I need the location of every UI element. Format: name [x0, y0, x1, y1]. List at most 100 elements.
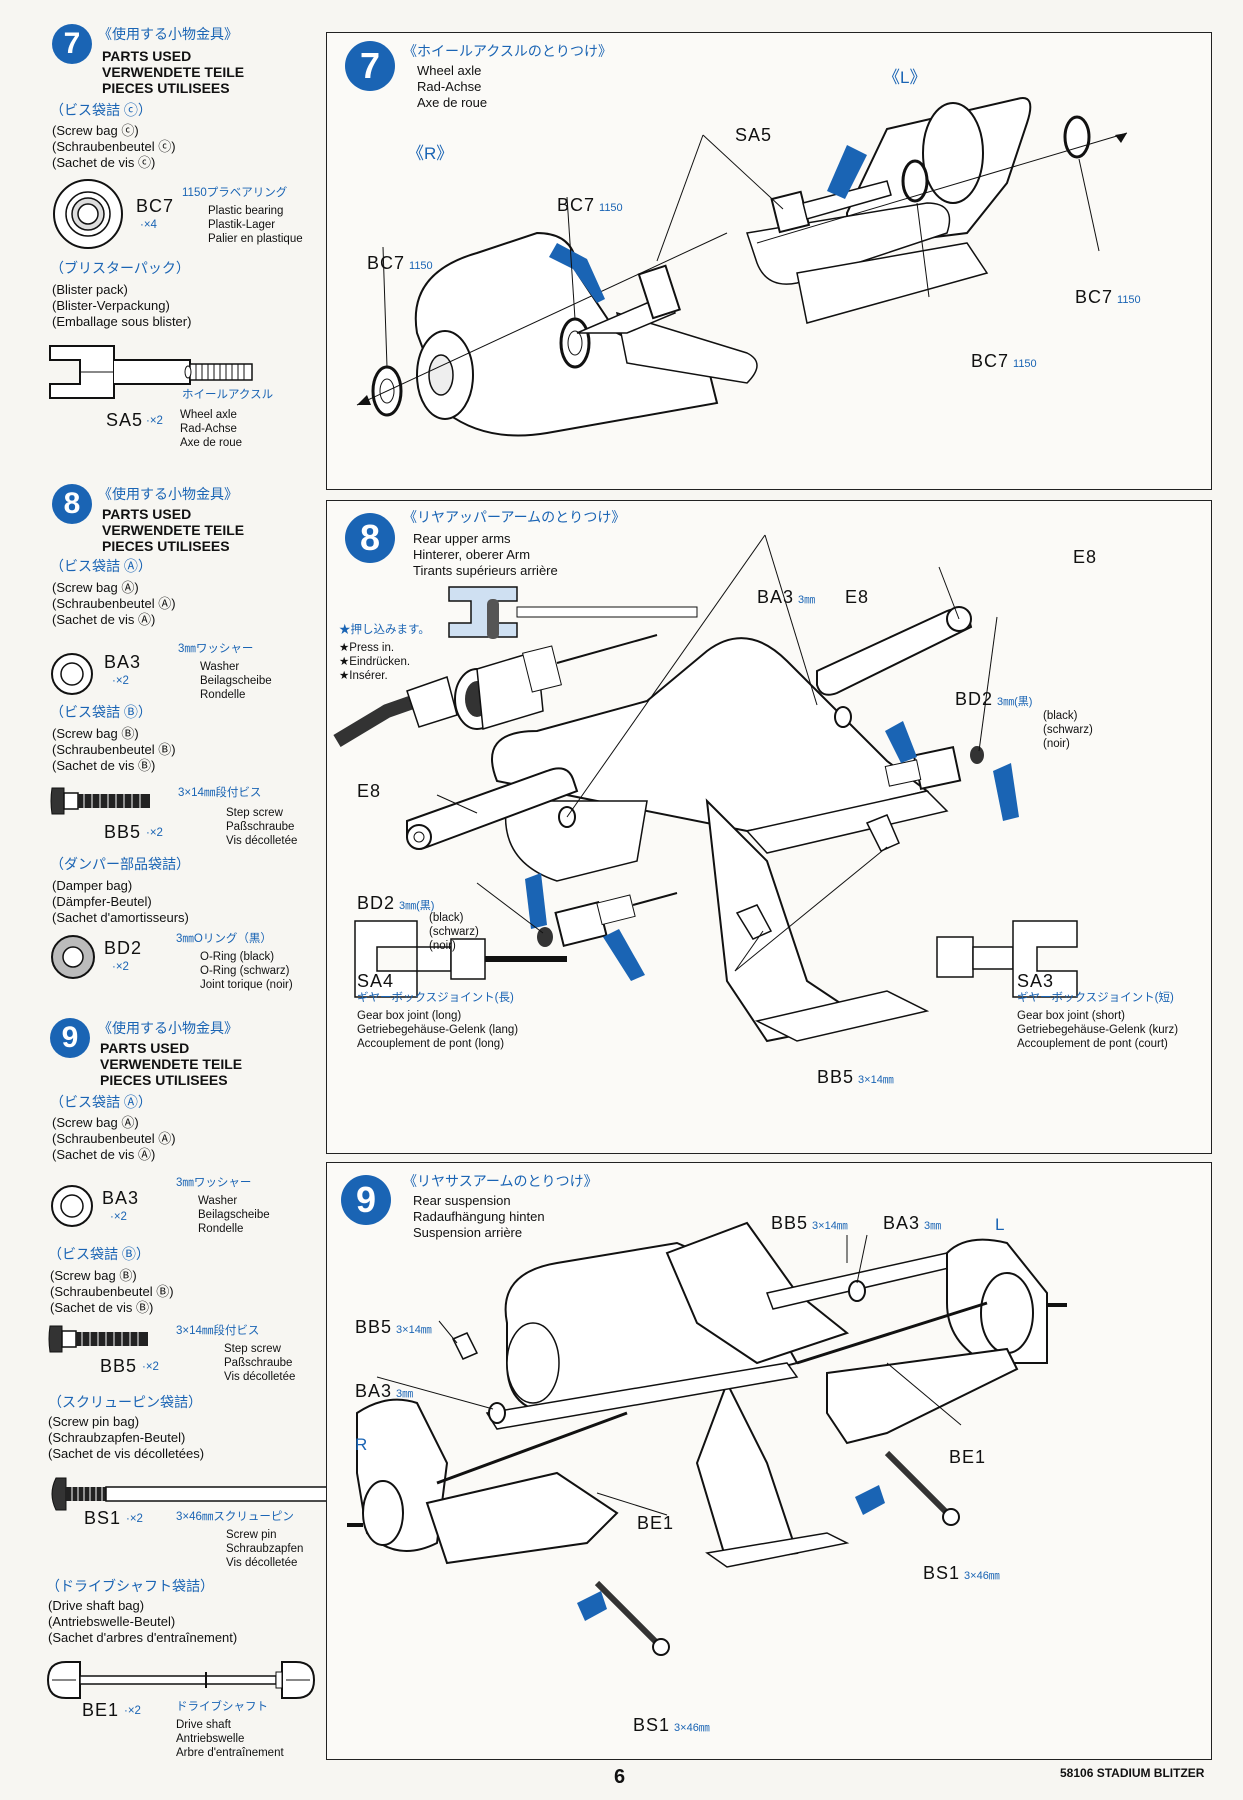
- part-jp-ba3: 3㎜ワッシャー: [176, 1177, 252, 1189]
- screw-bag-b-jp: （ビス袋詰 Ⓑ）: [50, 704, 152, 720]
- blister-pack: (Blister pack)(Blister-Verpackung)(Embal…: [52, 282, 192, 329]
- part-code-bd2: BD2: [104, 938, 143, 958]
- part-qty-bc7: ·×4: [140, 219, 157, 231]
- part-desc-bd2: O-Ring (black)O-Ring (schwarz)Joint tori…: [200, 951, 293, 991]
- screw-bag-a: (Screw bag Ⓐ)(Schraubenbeutel Ⓐ)(Sachet …: [52, 580, 176, 627]
- screw-bag-b: (Screw bag Ⓑ)(Schraubenbeutel Ⓑ)(Sachet …: [50, 1268, 174, 1315]
- parts-used-jp-title: 《使用する小物金具》: [98, 1020, 238, 1036]
- damper-bag: (Damper bag)(Dämpfer-Beutel)(Sachet d'am…: [52, 878, 189, 925]
- screw-bag-a: (Screw bag Ⓐ)(Schraubenbeutel Ⓐ)(Sachet …: [52, 1115, 176, 1162]
- part-code-sa5: SA5: [106, 410, 144, 430]
- parts-used-jp-title: 《使用する小物金具》: [98, 26, 238, 42]
- step-screw-icon: [48, 1325, 148, 1353]
- sa4-desc: Gear box joint (long)Getriebegehäuse-Gel…: [357, 1010, 519, 1050]
- blister-pack-jp: （ブリスターパック）: [50, 260, 190, 276]
- sa3-desc: Gear box joint (short)Getriebegehäuse-Ge…: [1017, 1010, 1179, 1050]
- product-name: 58106 STADIUM BLITZER: [1060, 1766, 1205, 1780]
- step-8-jp-title: 《リヤアッパーアームのとりつけ》: [403, 509, 626, 525]
- drive-shaft-bag: (Drive shaft bag)(Antriebswelle-Beutel)(…: [48, 1598, 238, 1645]
- wheel-axle-diagram: [356, 97, 1128, 437]
- part-code-bb5: BB5: [100, 1356, 138, 1376]
- part-qty-bs1: ·×2: [126, 1513, 143, 1525]
- label-be1-right: BE1: [949, 1447, 987, 1467]
- part-jp-ba3: 3㎜ワッシャー: [178, 643, 254, 655]
- step-badge-7: 7: [345, 41, 395, 91]
- step-badge-9: 9: [341, 1175, 391, 1225]
- screw-bag-b-jp: （ビス袋詰 Ⓑ）: [48, 1246, 150, 1262]
- step-badge-8: 8: [52, 484, 92, 524]
- label-e8-top: E8: [1073, 547, 1098, 567]
- screw-bag-c: (Screw bag ⓒ)(Schraubenbeutel ⓒ)(Sachet …: [52, 123, 176, 170]
- drive-shaft-icon: [46, 1661, 316, 1699]
- part-code-be1: BE1: [82, 1700, 120, 1720]
- part-code-bb5: BB5: [104, 822, 142, 842]
- wheel-axle-icon: [49, 345, 253, 399]
- part-code-bs1: BS1: [84, 1508, 122, 1528]
- part-qty-bb5: ·×2: [142, 1361, 159, 1373]
- step-badge-8: 8: [345, 513, 395, 563]
- label-e8-left: E8: [357, 781, 382, 801]
- label-sa5: SA5: [735, 125, 773, 145]
- part-code-bc7: BC7: [136, 196, 175, 216]
- screw-pin-bag-jp: （スクリューピン袋詰）: [48, 1394, 202, 1410]
- label-e8-right: E8: [845, 587, 870, 607]
- bearing-icon: [53, 179, 123, 249]
- side-label-r: 《R》: [407, 144, 454, 163]
- part-qty-bb5: ·×2: [146, 827, 163, 839]
- damper-bag-jp: （ダンパー部品袋詰）: [50, 856, 190, 872]
- screw-bag-a-jp: （ビス袋詰 Ⓐ）: [50, 1094, 152, 1110]
- label-l: L: [995, 1215, 1005, 1234]
- screw-bag-a-jp: （ビス袋詰 Ⓐ）: [50, 558, 152, 574]
- part-qty-bd2: ·×2: [112, 961, 129, 973]
- screw-bag-c-jp: （ビス袋詰 ⓒ）: [50, 102, 152, 118]
- part-jp-bc7: 1150プラベアリング: [182, 187, 288, 199]
- label-be1-left: BE1: [637, 1513, 675, 1533]
- part-jp-be1: ドライブシャフト: [176, 1701, 268, 1713]
- bd2-right-desc: (black)(schwarz)(noir): [1043, 710, 1093, 750]
- page-number: 6: [614, 1766, 626, 1788]
- rear-upper-arm-diagram: [333, 534, 1078, 1043]
- press-in-note: ★Press in.★Eindrücken.★Insérer.: [339, 642, 411, 682]
- screw-pin-icon: [51, 1477, 343, 1511]
- sa3-jp: ギヤーボックスジョイント(短): [1017, 992, 1174, 1004]
- side-label-l: 《L》: [883, 68, 927, 87]
- drive-shaft-bag-jp: （ドライブシャフト袋詰）: [46, 1578, 214, 1594]
- part-code-ba3: BA3: [104, 652, 142, 672]
- part-jp-bb5: 3×14㎜段付ビス: [178, 787, 262, 799]
- screw-pin-bag: (Screw pin bag)(Schraubzapfen-Beutel)(Sa…: [48, 1414, 205, 1461]
- sa4-jp: ギヤーボックスジョイント(長): [357, 992, 514, 1004]
- part-qty-ba3: ·×2: [112, 675, 129, 687]
- screw-bag-b: (Screw bag Ⓑ)(Schraubenbeutel Ⓑ)(Sachet …: [52, 726, 176, 773]
- bd2-left-desc: (black)(schwarz)(noir): [429, 912, 479, 952]
- label-sa4: SA4: [357, 971, 395, 991]
- step-screw-icon: [50, 787, 150, 815]
- part-jp-bb5: 3×14㎜段付ビス: [176, 1325, 260, 1337]
- part-jp-bs1: 3×46㎜スクリューピン: [176, 1511, 294, 1523]
